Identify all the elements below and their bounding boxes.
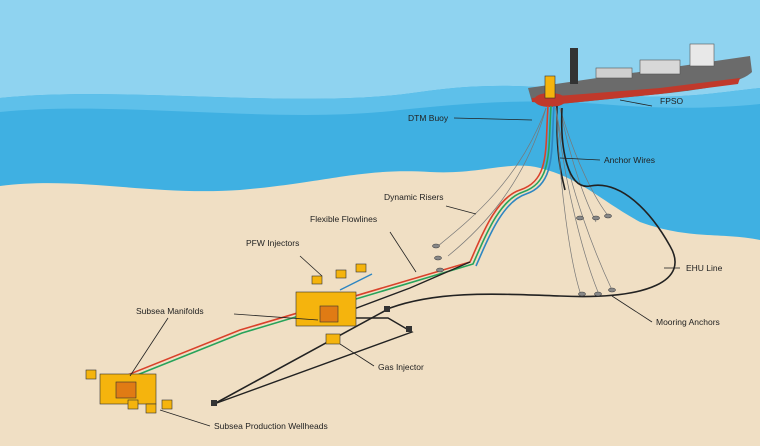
label-pfw-injectors: PFW Injectors — [246, 238, 299, 248]
dtm-buoy — [534, 75, 566, 107]
subsea-manifold-left — [99, 373, 157, 405]
fpso-hull-waterline — [532, 78, 740, 104]
label-subsea-manifolds: Subsea Manifolds — [136, 306, 204, 316]
label-flexible-flowlines: Flexible Flowlines — [310, 214, 377, 224]
label-dynamic-risers: Dynamic Risers — [384, 192, 444, 202]
fpso-topsides — [639, 59, 681, 75]
anchor-wires — [437, 107, 613, 293]
fpso-vessel — [528, 43, 752, 104]
plet-connectors — [211, 306, 412, 406]
dynamic-risers — [119, 105, 566, 382]
label-subsea-production-wellheads: Subsea Production Wellheads — [214, 421, 328, 431]
pfw-injectors — [311, 263, 367, 285]
label-dtm-buoy: DTM Buoy — [408, 113, 449, 123]
label-gas-injector: Gas Injector — [378, 362, 424, 372]
leader-lines — [129, 99, 680, 427]
fpso-accommodation — [689, 43, 715, 67]
fpso-process-module — [595, 67, 633, 79]
dtm-buoy-turret — [544, 75, 556, 99]
flexible-flowlines — [213, 261, 471, 405]
label-fpso: FPSO — [660, 96, 684, 106]
ehu-line — [213, 107, 676, 405]
mooring-anchor-points — [432, 213, 616, 297]
fpso-derrick — [570, 48, 578, 84]
dtm-buoy-body — [534, 93, 566, 107]
fpso-hull — [528, 56, 752, 104]
label-mooring-anchors: Mooring Anchors — [656, 317, 720, 327]
label-anchor-wires: Anchor Wires — [604, 155, 655, 165]
central-manifold-cluster — [295, 291, 357, 327]
seabed — [0, 165, 760, 446]
subsea-production-wellheads — [85, 369, 173, 414]
label-ehu-line: EHU Line — [686, 263, 723, 273]
gas-injector — [325, 333, 341, 345]
